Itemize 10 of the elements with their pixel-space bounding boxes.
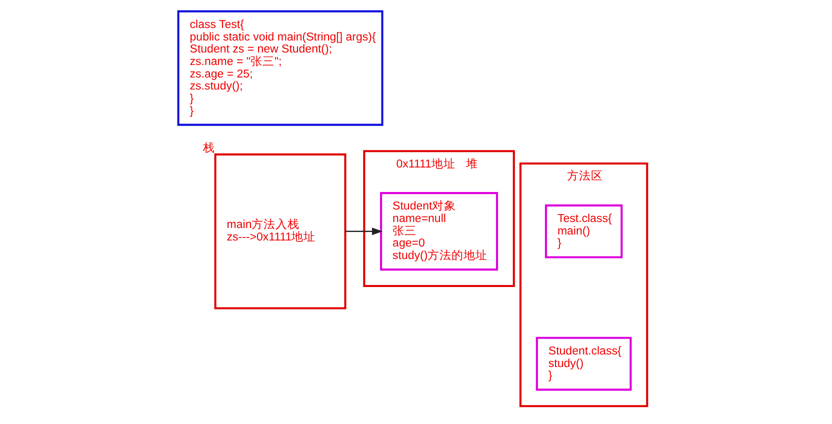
node-label: 方法区 (567, 170, 604, 183)
node-label: 堆 (466, 158, 478, 170)
node-label: 栈 (203, 142, 216, 154)
node-box: main方法入栈 zs--->0x1111地址 (214, 153, 346, 310)
node-box: Student.class{ study() } (536, 336, 632, 391)
node-box: class Test{ public static void main(String[] args){ Student zs = new Student(); zs.name = "张三"; zs.age = 25; zs.study(); } } (177, 10, 384, 126)
cluster (519, 162, 648, 408)
arrow (345, 228, 383, 236)
node-box: Test.class{ main() } (544, 204, 623, 258)
node-box: Student对象 name=null 张三 age=0 study()方法的地址 (380, 192, 498, 271)
